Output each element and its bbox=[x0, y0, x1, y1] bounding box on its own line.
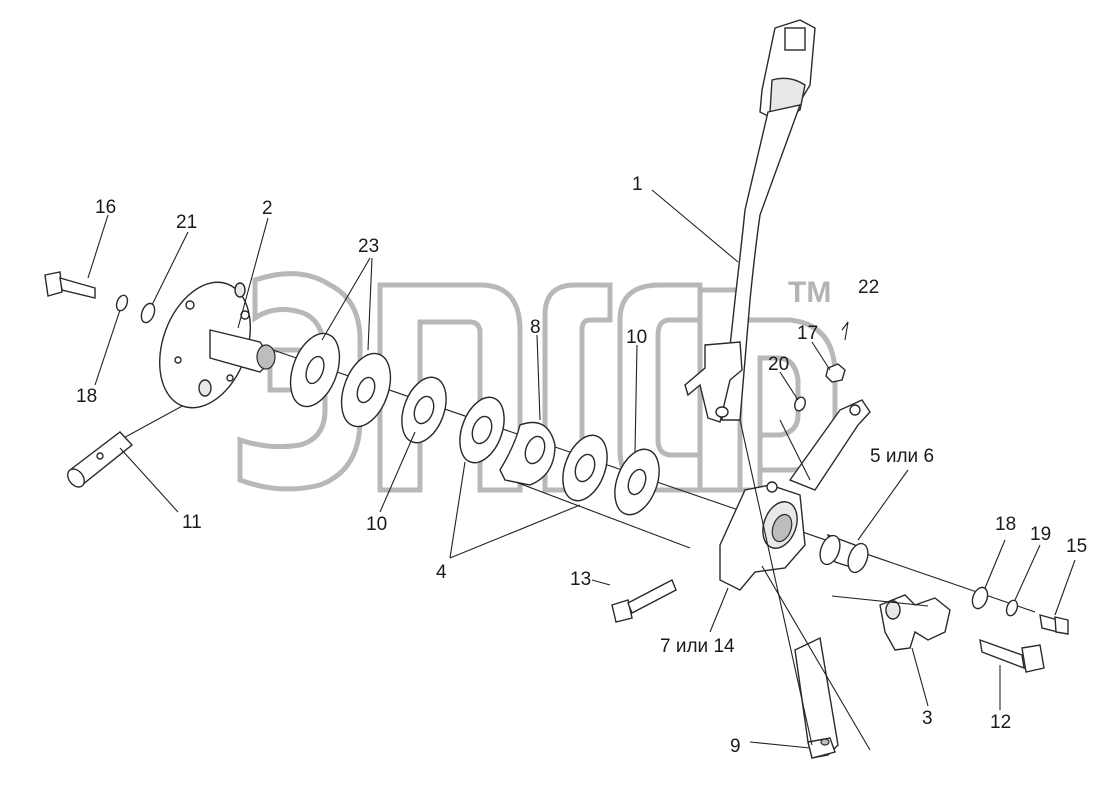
flange-part bbox=[159, 281, 276, 409]
pedal-part-9 bbox=[794, 636, 839, 759]
callout-18-left: 18 bbox=[76, 386, 97, 407]
callout-12: 12 bbox=[990, 712, 1011, 733]
callout-7-or-14: 7 или 14 bbox=[660, 636, 735, 657]
nut-washer-17-20 bbox=[794, 321, 849, 412]
shaft-washers bbox=[289, 332, 660, 516]
right-fasteners bbox=[971, 586, 1069, 635]
callout-13: 13 bbox=[570, 569, 591, 590]
callout-11: 11 bbox=[182, 512, 202, 533]
callout-20: 20 bbox=[768, 354, 789, 375]
bracket-part bbox=[719, 399, 871, 591]
callout-labels: 1 2 3 4 5 или 6 7 или 14 8 9 10 10 11 12… bbox=[76, 174, 1087, 757]
callout-2: 2 bbox=[262, 198, 273, 219]
leader-lines bbox=[87, 189, 1076, 751]
bolt-part-16 bbox=[44, 271, 96, 299]
callout-1: 1 bbox=[632, 174, 643, 195]
bushing-part bbox=[819, 533, 869, 574]
callout-10-right: 10 bbox=[626, 327, 647, 348]
pin-part-11 bbox=[67, 431, 134, 488]
callout-18-right: 18 bbox=[995, 514, 1016, 535]
trademark-label: TM bbox=[788, 276, 831, 309]
lever-part bbox=[684, 19, 816, 423]
callout-21: 21 bbox=[176, 212, 197, 233]
callout-9: 9 bbox=[730, 736, 741, 757]
callout-23: 23 bbox=[358, 236, 379, 257]
callout-10-left: 10 bbox=[366, 514, 387, 535]
bolt-part-13 bbox=[611, 579, 677, 623]
callout-5-or-6: 5 или 6 bbox=[870, 446, 934, 467]
callout-22: 22 bbox=[858, 277, 879, 298]
plate-part-3 bbox=[879, 594, 951, 651]
callout-15: 15 bbox=[1066, 536, 1087, 557]
bolt-part-12 bbox=[979, 638, 1045, 673]
left-washers bbox=[115, 294, 156, 324]
callout-16: 16 bbox=[95, 197, 116, 218]
callout-3: 3 bbox=[922, 708, 933, 729]
callout-8: 8 bbox=[530, 317, 541, 338]
callout-19: 19 bbox=[1030, 524, 1051, 545]
callout-4: 4 bbox=[436, 562, 447, 583]
watermark-logo: TM bbox=[237, 271, 838, 493]
callout-17: 17 bbox=[797, 323, 818, 344]
